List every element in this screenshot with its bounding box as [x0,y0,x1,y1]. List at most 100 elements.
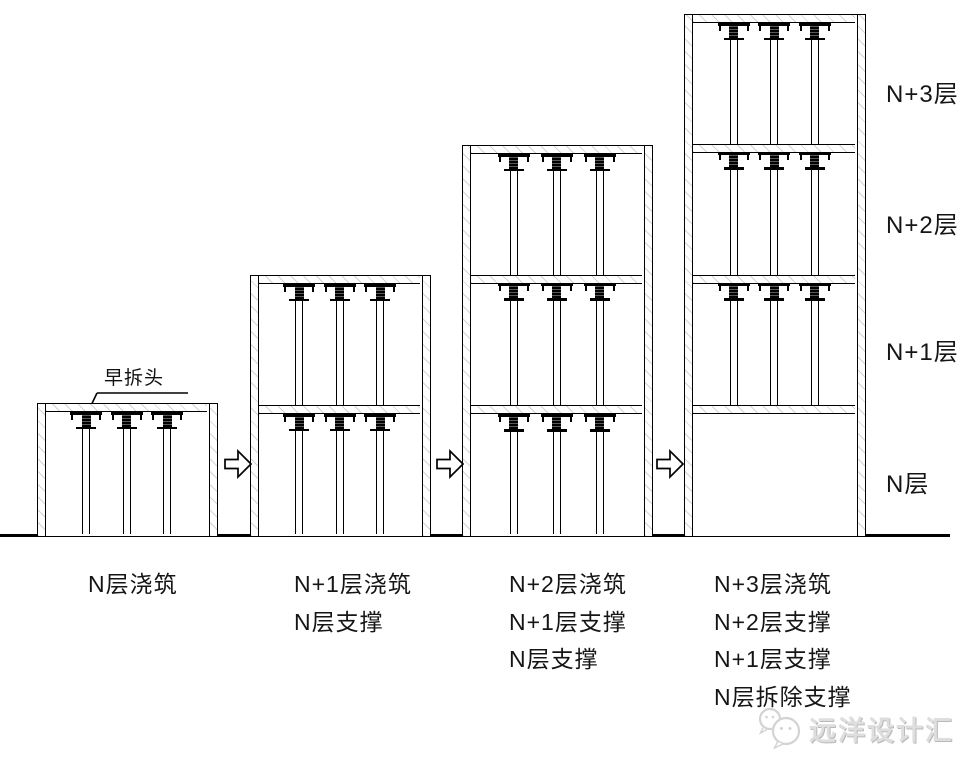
prop-head-tick-right [312,286,315,292]
prop-head-plate [758,283,791,287]
prop-head-tick-left [498,286,501,292]
floor-slab [693,143,856,153]
right-arrow-icon [656,448,685,480]
prop-shaft [810,300,819,406]
prop-shaft [376,301,385,405]
prop-head-plate [583,414,616,417]
prop-shaft [729,300,738,406]
early-removal-head-label: 早拆头 [104,368,165,389]
prop-head-tick-right [746,25,749,31]
shore-prop [583,154,616,275]
wechat-bubbles-icon [758,707,801,750]
shore-prop [717,23,750,144]
right-arrow-icon [224,448,253,480]
wall-right [857,15,865,536]
prop-collar [764,37,785,41]
caption-stage-4-line-3: N+1层支撑 [714,646,832,672]
prop-head-plate [497,414,530,417]
prop-head-tick-left [584,416,587,422]
prop-shaft [595,171,604,275]
floor-slab [471,274,643,284]
caption-stage-2-line-2: N层支撑 [294,608,384,635]
prop-shaft [163,429,172,535]
shore-prop [540,154,573,275]
prop-collar [723,167,744,170]
floor-slab [259,405,421,414]
prop-head-plate [717,283,750,287]
prop-shaft [552,171,561,275]
caption-stage-3-line-2: N+1层支撑 [509,608,627,635]
prop-screw [810,286,820,299]
prop-shaft [810,169,819,275]
prop-head-tick-left [365,416,368,422]
prop-head-tick-right [746,286,749,292]
floor-slab [693,405,856,415]
prop-head-plate [364,284,397,287]
prop-screw [595,156,605,169]
prop-head-tick-left [584,286,587,292]
prop-head-tick-right [526,286,529,292]
shore-prop [583,414,616,535]
prop-screw [294,416,304,429]
wall-left [685,15,693,536]
prop-head-tick-left [718,286,721,292]
caption-stage-4-line-4: N层拆除支撑 [714,683,852,710]
prop-head-tick-left [71,414,74,420]
prop-shaft [509,431,518,535]
prop-head-tick-right [612,416,615,422]
roof-slab [471,146,643,154]
prop-head-tick-left [111,414,114,420]
prop-collar [76,426,97,430]
prop-head-tick-right [393,286,396,292]
prop-head-tick-left [365,286,368,292]
prop-shaft [770,40,779,144]
shore-prop [583,283,616,406]
prop-screw [509,156,519,169]
prop-shaft [82,429,91,535]
shore-prop [798,152,831,275]
prop-head-plate [798,23,831,26]
floor-slab [693,274,856,284]
roof-slab [46,404,208,412]
stage-arrow-1 [224,448,253,485]
prop-head-tick-right [827,155,830,161]
prop-collar [289,298,310,302]
prop-collar [764,167,785,170]
prop-shaft [770,169,779,275]
watermark-text: 远洋设计汇 [809,715,954,746]
floor-slab [471,405,643,415]
prop-head-tick-right [612,156,615,162]
prop-screw [595,286,605,299]
floor-label-1: N+3层 [886,81,959,108]
prop-collar [546,298,567,301]
shore-prop [323,284,356,405]
prop-head-tick-right [569,286,572,292]
prop-screw [595,416,605,429]
prop-shaft [729,169,738,275]
prop-screw [335,416,345,429]
prop-head-tick-left [799,155,802,161]
watermark: 远洋设计汇 [756,705,954,751]
shore-prop [70,412,103,535]
prop-screw [509,416,519,429]
prop-screw [769,155,779,168]
prop-collar [589,298,610,301]
prop-collar [157,426,178,430]
caption-stage-4-line-2: N+2层支撑 [714,608,832,635]
prop-screw [552,286,562,299]
shore-prop [364,414,397,535]
prop-shaft [295,301,304,405]
prop-collar [546,428,567,432]
prop-head-plate [151,412,184,415]
prop-head-tick-right [352,286,355,292]
prop-head-plate [717,23,750,26]
prop-shaft [335,301,344,405]
prop-head-tick-left [324,416,327,422]
prop-collar [804,167,825,170]
prop-head-plate [583,283,616,287]
prop-head-tick-left [759,286,762,292]
prop-screw [769,286,779,299]
floor-label-3: N+1层 [886,339,959,366]
shore-prop [798,283,831,406]
